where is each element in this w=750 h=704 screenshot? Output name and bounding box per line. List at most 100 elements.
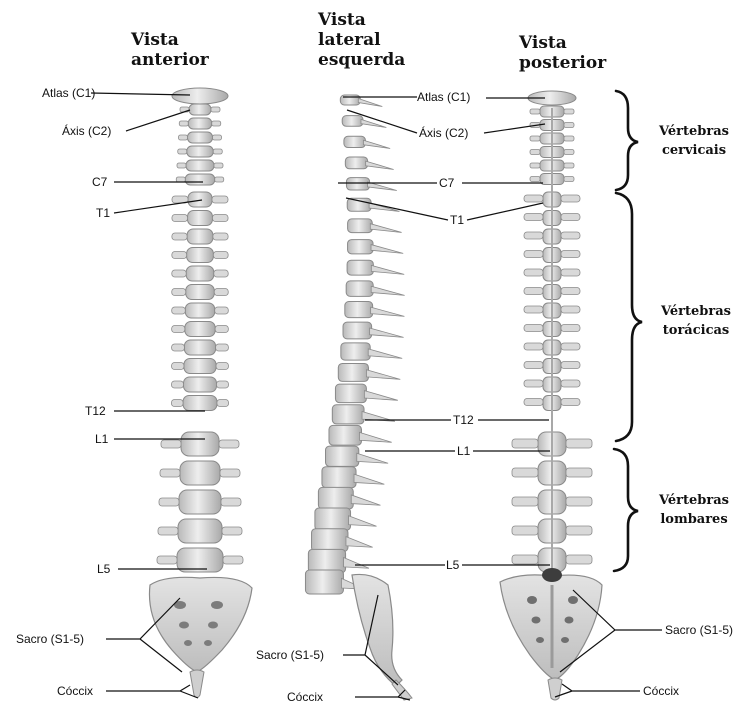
posterior-transverse-process [561,214,580,221]
anterior-rib-facet [217,381,229,388]
posterior-lumbar-process [512,497,538,506]
anterior-rib-facet [172,381,184,388]
lateral-spinous-process [364,391,397,401]
lateral-vertebral-body [345,157,367,169]
posterior-transverse-process [524,232,543,239]
anterior-transverse-process [177,163,186,168]
posterior-transverse-process [561,380,580,387]
posterior-transverse-process [524,195,543,202]
leader-anterior-t1 [114,200,202,213]
lateral-vertebral-body [326,446,359,466]
lateral-vertebral-body [341,343,370,360]
label-lateral-l5: L5 [446,558,459,572]
posterior-transverse-process [561,306,580,313]
posterior-transverse-process [524,288,543,295]
anterior-rib-facet [212,196,228,203]
anterior-rib-facet [216,363,228,370]
anterior-rib-facet [215,307,229,314]
anterior-lumbar-process [219,440,239,448]
lateral-vertebral-body [308,549,345,572]
posterior-transverse-process [524,325,543,332]
anterior-rib-facet [172,289,186,296]
anterior-lumbar-vertebra [181,432,219,456]
view-title-lateral: Vista lateral esquerda [318,10,405,70]
lateral-vertebral-bodies [305,95,373,594]
posterior-transverse-process [530,136,540,141]
posterior-transverse-process [561,343,580,350]
group-brackets [614,91,642,571]
group-label-lumbar: Vértebras lombares [642,491,746,529]
anterior-thoracic-vertebra [187,248,214,263]
lateral-vertebral-body [335,384,366,403]
posterior-transverse-process [564,109,574,114]
label-lateral-t1: T1 [450,213,464,227]
anterior-thoracic-vertebra [186,266,214,281]
lateral-vertebral-body [315,508,351,530]
anterior-cervical-vertebra [188,118,212,129]
anterior-lumbar-vertebra [179,490,221,514]
group-label-cervical: Vértebras cervicais [642,122,746,160]
lateral-vertebral-body [348,240,373,254]
anterior-lumbar-process [222,527,242,535]
anterior-thoracic-vertebra [185,303,214,318]
anterior-thoracic-vertebra [184,359,216,374]
lateral-spinous-process [371,265,404,274]
posterior-lumbar-process [566,526,592,535]
posterior-transverse-process [530,150,540,155]
posterior-transverse-process [564,123,574,128]
posterior-transverse-process [564,136,574,141]
anterior-rib-facet [212,215,228,222]
lateral-spinous-process [361,119,386,127]
posterior-lumbar-process [512,526,538,535]
anterior-cervical [172,88,228,185]
lateral-spinous-process [349,516,377,526]
anterior-rib-facet [172,363,184,370]
lateral-spinous-process [358,99,382,107]
lateral-spine [305,95,412,700]
posterior-transverse-process [530,163,540,168]
anterior-lumbar-process [220,469,240,477]
anterior-rib-facet [172,307,186,314]
lateral-vertebral-body [343,322,372,339]
anterior-transverse-process [215,177,224,182]
anterior-thoracic-vertebra [184,340,215,355]
posterior-lumbar-process [512,555,538,564]
anterior-transverse-process [212,121,221,126]
lateral-spinous-process [371,307,405,316]
anterior-rib-facet [214,270,228,277]
label-posterior-sacro: Sacro (S1-5) [665,623,733,637]
anterior-thoracic-vertebra [186,285,215,300]
lateral-sacrum [352,574,402,686]
anterior-cervical-vertebra [186,160,214,171]
posterior-lumbar-process [566,468,592,477]
anterior-cervical-vertebra [189,104,211,115]
lateral-vertebral-body [312,529,348,552]
label-lateral-atlas: Atlas (C1) [417,90,470,104]
lateral-vertebral-body [348,219,373,233]
lumbar-bracket [614,449,638,571]
anterior-rib-facet [217,400,229,407]
anterior-lumbar-process [160,469,180,477]
lateral-spinous-process [357,453,388,463]
leader-anterior-axis [126,110,190,131]
anterior-cervical-vertebra [187,146,214,157]
label-anterior-t1: T1 [96,206,110,220]
posterior-transverse-process [564,150,574,155]
label-posterior-coccix: Cóccix [643,684,679,698]
lateral-spinous-process [351,495,380,505]
posterior-transverse-process [524,362,543,369]
anterior-thoracic [171,192,228,411]
posterior-transverse-process [561,251,580,258]
anterior-lumbar-process [161,440,181,448]
anterior-rib-facet [172,233,187,240]
lateral-vertebral-body [342,116,363,127]
anterior-lumbar-process [158,527,178,535]
lateral-vertebral-body [347,198,371,211]
posterior-transverse-process [524,306,543,313]
posterior-transverse-process [530,109,540,114]
lateral-spinous-process [344,558,369,569]
posterior-transverse-process [561,325,580,332]
anterior-thoracic-vertebra [188,192,212,207]
posterior-transverse-process [561,232,580,239]
posterior-transverse-process [524,343,543,350]
